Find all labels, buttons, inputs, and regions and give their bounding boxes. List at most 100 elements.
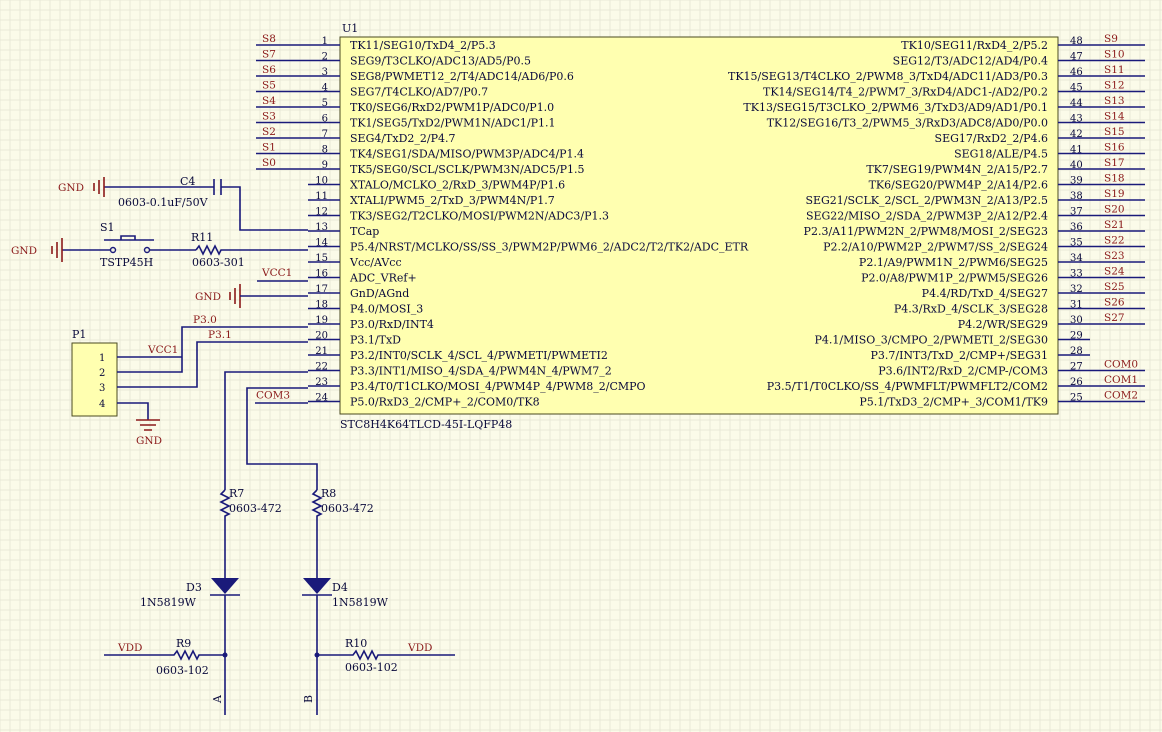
- u1-pin-24-name: P5.0/RxD3_2/CMP+_2/COM0/TK8: [350, 396, 540, 409]
- u1-pin-22-number: 22: [315, 362, 328, 373]
- u1-pin-41-name: SEG18/ALE/P4.5: [954, 148, 1048, 161]
- r9-resistor[interactable]: [104, 649, 225, 661]
- p1-header[interactable]: [71, 342, 118, 417]
- gnd-label-pin17: GND: [195, 291, 221, 303]
- u1-pin-32-name: P4.4/RD/TxD_4/SEG27: [922, 287, 1048, 300]
- u1-pin-6-name: TK1/SEG5/TxD2/PWM1N/ADC1/P1.1: [350, 117, 555, 130]
- u1-pin-40-number: 40: [1070, 160, 1083, 171]
- p31-net-label: P3.1: [208, 329, 232, 341]
- u1-pin-3-number: 3: [322, 67, 328, 78]
- u1-pin-36-name: P2.3/A11/PWM2N_2/PWM8/MOSI_2/SEG23: [804, 225, 1048, 238]
- r10-resistor[interactable]: [317, 649, 455, 661]
- u1-part: STC8H4K64TLCD-45I-LQFP48: [340, 418, 512, 431]
- u1-pin-17-name: GnD/AGnd: [350, 287, 409, 300]
- u1-pin-42-number: 42: [1070, 129, 1083, 140]
- d3-diode[interactable]: [210, 578, 240, 715]
- net-S17-label: S17: [1104, 157, 1125, 169]
- u1-pin-14-name: P5.4/NRST/MCLKO/SS/SS_3/PWM2P/PWM6_2/ADC…: [350, 241, 749, 254]
- u1-pin-45-name: TK14/SEG14/T4_2/PWM7_3/RxD4/ADC1-/AD2/P0…: [763, 86, 1048, 99]
- s1-ref: S1: [100, 221, 115, 234]
- net-pin23-wire: [246, 387, 318, 490]
- u1-pin-20-name: P3.1/TxD: [350, 334, 401, 347]
- d4-ref: D4: [332, 581, 348, 594]
- net-S24-label: S24: [1104, 266, 1125, 278]
- u1-pin-32-number: 32: [1070, 284, 1083, 295]
- u1-pin-7-number: 7: [322, 129, 328, 140]
- u1-pin-38-number: 38: [1070, 191, 1083, 202]
- vdd-label-r10: VDD: [407, 642, 432, 654]
- r7-value: 0603-472: [229, 502, 282, 515]
- gnd-symbol-p1: [136, 419, 160, 431]
- u1-body[interactable]: [339, 36, 1059, 415]
- c4-ref: C4: [180, 175, 195, 188]
- port-a-label: A: [211, 694, 224, 704]
- junction-a: [222, 652, 228, 658]
- net-COM1-label: COM1: [1104, 374, 1138, 386]
- net-S9-label: S9: [1104, 33, 1118, 45]
- u1-pin-48-number: 48: [1070, 36, 1083, 47]
- u1-pin-26-number: 26: [1070, 377, 1083, 388]
- u1-pin-2-name: SEG9/T3CLKO/ADC13/AD5/P0.5: [350, 55, 531, 68]
- u1-pin-4-name: SEG7/T4CLKO/AD7/P0.7: [350, 86, 488, 99]
- u1-pin-43-number: 43: [1070, 114, 1083, 125]
- u1-pin-15-number: 15: [315, 253, 328, 264]
- s1-pushbutton[interactable]: [62, 235, 196, 254]
- u1-pin-31-name: P4.3/RxD_4/SCLK_3/SEG28: [894, 303, 1048, 316]
- u1-pin-42-name: SEG17/RxD2_2/P4.6: [935, 132, 1048, 145]
- gnd-label-p1: GND: [136, 435, 162, 447]
- u1-pin-16-name: ADC_VRef+: [349, 272, 417, 285]
- u1-pin-18-number: 18: [315, 300, 328, 311]
- u1-pin-11-number: 11: [315, 191, 328, 202]
- d4-diode[interactable]: [302, 578, 332, 715]
- u1-pin-5-number: 5: [322, 98, 328, 109]
- r11-ref: R11: [191, 231, 213, 244]
- u1-pin-48-name: TK10/SEG11/RxD4_2/P5.2: [901, 39, 1048, 52]
- r11-resistor[interactable]: [195, 244, 308, 256]
- net-S18-label: S18: [1104, 173, 1125, 185]
- s1-value: TSTP45H: [100, 256, 153, 269]
- net-S25-label: S25: [1104, 281, 1125, 293]
- net-S23-label: S23: [1104, 250, 1125, 262]
- u1-pin-27-name: P3.6/INT2/RxD_2/CMP-/COM3: [878, 365, 1048, 378]
- u1-pin-36-number: 36: [1070, 222, 1083, 233]
- gnd-symbol-s1: [51, 238, 63, 262]
- u1-pin-44-number: 44: [1070, 98, 1083, 109]
- d3-ref: D3: [186, 581, 202, 594]
- port-b-label: B: [302, 695, 315, 703]
- u1-pin-30-name: P4.2/WR/SEG29: [958, 318, 1048, 331]
- u1-pin-23-name: P3.4/T0/T1CLKO/MOSI_4/PWM4P_4/PWM8_2/CMP…: [350, 380, 646, 393]
- vcc1-net-label: VCC1: [261, 267, 292, 279]
- d3-value: 1N5819W: [140, 596, 197, 609]
- u1-pin-12-name: TK3/SEG2/T2CLKO/MOSI/PWM2N/ADC3/P1.3: [350, 210, 609, 223]
- u1-pin-28-name: P3.7/INT3/TxD_2/CMP+/SEG31: [870, 349, 1048, 362]
- u1-pin-13-number: 13: [315, 222, 328, 233]
- u1-pin-23-number: 23: [315, 377, 328, 388]
- net-S0-label: S0: [262, 157, 276, 169]
- u1-pin-43-name: TK12/SEG16/T3_2/PWM5_3/RxD3/ADC8/AD0/P0.…: [767, 117, 1048, 130]
- net-S26-label: S26: [1104, 297, 1125, 309]
- u1-pin-47-number: 47: [1070, 52, 1083, 63]
- u1-pin-17-number: 17: [315, 284, 328, 295]
- u1-pin-35-name: P2.2/A10/PWM2P_2/PWM7/SS_2/SEG24: [823, 241, 1048, 254]
- c4-capacitor[interactable]: [104, 179, 308, 231]
- net-S13-label: S13: [1104, 95, 1125, 107]
- u1-pin-1-number: 1: [322, 36, 328, 47]
- u1-pin-19-number: 19: [315, 315, 328, 326]
- r7-resistor[interactable]: [219, 489, 231, 578]
- net-S12-label: S12: [1104, 80, 1125, 92]
- u1-pin-37-number: 37: [1070, 207, 1083, 218]
- vdd-label-r9: VDD: [117, 642, 142, 654]
- u1-pin-14-number: 14: [315, 238, 328, 249]
- u1-pin-35-number: 35: [1070, 238, 1083, 249]
- u1-pin-20-number: 20: [315, 331, 328, 342]
- net-S14-label: S14: [1104, 111, 1125, 123]
- net-COM2-label: COM2: [1104, 390, 1138, 402]
- u1-pin-19-name: P3.0/RxD/INT4: [350, 318, 434, 331]
- r8-resistor[interactable]: [311, 489, 323, 578]
- u1-pin-8-name: TK4/SEG1/SDA/MISO/PWM3P/ADC4/P1.4: [350, 148, 584, 161]
- u1-pin-34-name: P2.1/A9/PWM1N_2/PWM6/SEG25: [859, 256, 1048, 269]
- net-pin22-wire: [224, 371, 308, 490]
- u1-pin-45-number: 45: [1070, 83, 1083, 94]
- u1-pin-6-number: 6: [322, 114, 328, 125]
- p1-pin3: 3: [99, 383, 105, 394]
